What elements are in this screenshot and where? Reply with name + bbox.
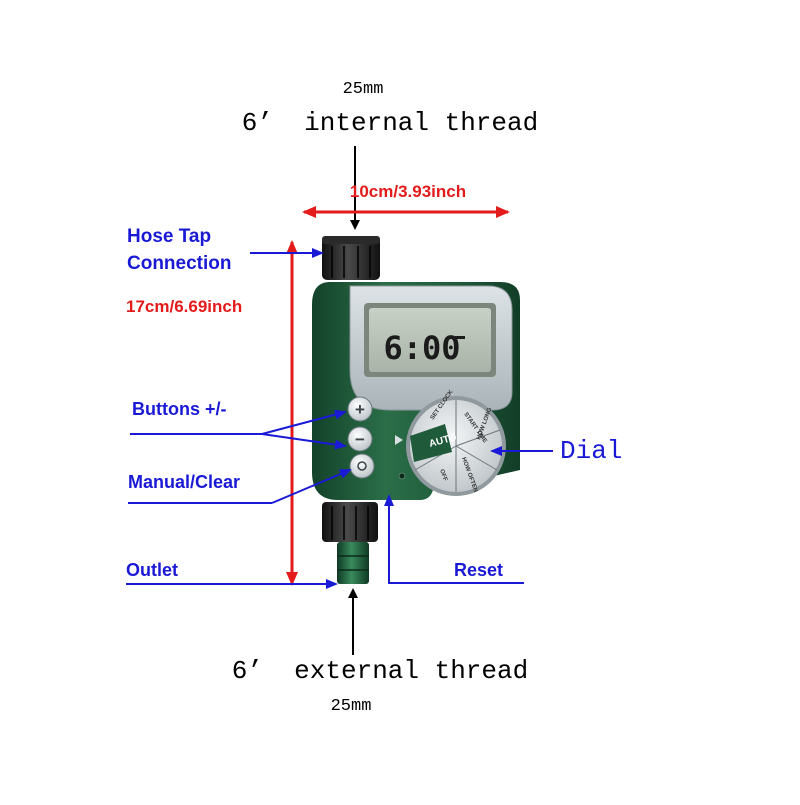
water-drop-icon — [357, 461, 367, 471]
inlet-fitting — [322, 236, 380, 280]
outlet-label: Outlet — [126, 560, 178, 580]
hose-tap-label-line1: Hose Tap — [127, 226, 211, 247]
dial-segment-off: OFF — [438, 469, 448, 483]
dial-pointer-icon — [395, 435, 403, 445]
reset-label: Reset — [454, 560, 503, 580]
width-dimension-label: 10cm/3.93inch — [350, 182, 466, 201]
lcd-time: 6:00 — [383, 329, 460, 367]
manual-clear-label: Manual/Clear — [128, 472, 240, 492]
minus-button[interactable]: − — [347, 426, 373, 452]
bottom-thread-label: 6’ external thread — [232, 656, 528, 686]
dial[interactable]: AUTO SET CLOCK START TIME HOW LONG HOW O… — [406, 389, 506, 496]
dial-label: Dial — [560, 436, 622, 466]
hose-tap-label-line2: Connection — [127, 253, 232, 274]
outlet-collar — [322, 502, 378, 542]
manual-clear-arrow — [271, 469, 352, 504]
manual-clear-button[interactable] — [349, 453, 375, 479]
reset-hole[interactable] — [398, 472, 406, 480]
outlet-connector — [337, 542, 369, 584]
buttons-arrow-plus — [261, 409, 347, 435]
top-thread-size: 25mm — [343, 80, 384, 99]
height-dimension-label: 17cm/6.69inch — [126, 297, 242, 316]
bottom-thread-size: 25mm — [331, 697, 372, 716]
plus-icon: + — [355, 400, 365, 419]
reset-arrow — [384, 494, 524, 584]
plus-button[interactable]: + — [347, 396, 373, 422]
water-timer-device: 6:00 + − AUTO SET CLOCK S — [312, 236, 520, 584]
top-thread-label: 6’ internal thread — [242, 108, 538, 138]
buttons-label: Buttons +/- — [132, 399, 227, 419]
minus-icon: − — [355, 430, 365, 449]
buttons-arrow-minus — [261, 433, 347, 450]
